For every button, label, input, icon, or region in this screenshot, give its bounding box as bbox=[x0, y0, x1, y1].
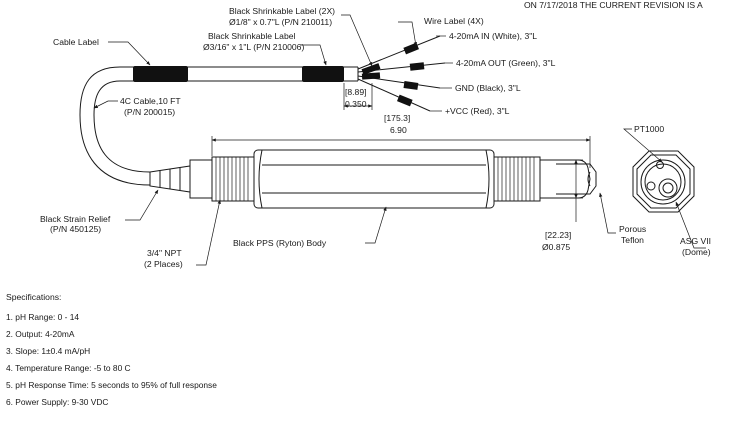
cable-title: 4C Cable,10 FT bbox=[120, 96, 181, 106]
dim-strip-in: 0.350 bbox=[345, 99, 367, 109]
wire-label-4 bbox=[397, 94, 413, 107]
teflon-label: Teflon bbox=[621, 235, 644, 245]
specs-title: Specifications: bbox=[6, 292, 62, 302]
spec-item: 2. Output: 4-20mA bbox=[6, 329, 75, 340]
npt-places: (2 Places) bbox=[144, 259, 183, 269]
strain-relief-pn: (P/N 450125) bbox=[50, 224, 101, 234]
revision-note: ON 7/17/2018 THE CURRENT REVISION IS A bbox=[524, 0, 703, 10]
npt-title: 3/4" NPT bbox=[147, 248, 182, 258]
body-material: Black PPS (Ryton) Body bbox=[233, 238, 327, 248]
dim-dia-in: Ø0.875 bbox=[542, 242, 570, 252]
leader-lines bbox=[93, 14, 706, 266]
dim-strip-mm: [8.89] bbox=[345, 87, 367, 97]
dim-length-in: 6.90 bbox=[390, 125, 407, 135]
shrink-label-small-title: Black Shrinkable Label (2X) bbox=[229, 6, 335, 16]
dimension-lines bbox=[211, 83, 591, 222]
wire-label-black: GND (Black), 3"L bbox=[455, 83, 521, 93]
cable-pn: (P/N 200015) bbox=[124, 107, 175, 117]
dim-dia-mm: [22.23] bbox=[545, 230, 571, 240]
specs-list: 1. pH Range: 0 - 14 2. Output: 4-20mA 3.… bbox=[6, 309, 217, 412]
shrink-label-large-size: Ø3/16" x 1"L (P/N 210006) bbox=[203, 42, 304, 52]
wire-label-text: Wire Label (4X) bbox=[424, 16, 484, 26]
spec-item: 3. Slope: 1±0.4 mA/pH bbox=[6, 346, 91, 357]
wire-label-red: +VCC (Red), 3"L bbox=[445, 106, 510, 116]
wire-label-1 bbox=[403, 42, 419, 55]
cable-label-sleeve bbox=[133, 66, 188, 82]
pt1000-label: PT1000 bbox=[634, 124, 664, 134]
shrink-label-large-title: Black Shrinkable Label bbox=[208, 31, 296, 41]
spec-item: 4. Temperature Range: -5 to 80 C bbox=[6, 363, 131, 374]
sensor-body bbox=[149, 149, 597, 209]
cable-label-text: Cable Label bbox=[53, 37, 99, 47]
strain-relief-title: Black Strain Relief bbox=[40, 214, 111, 224]
wire-label-2 bbox=[409, 62, 425, 71]
dim-length-mm: [175.3] bbox=[384, 113, 410, 123]
dome-label: (Dome) bbox=[682, 247, 711, 257]
end-view bbox=[632, 150, 695, 213]
wire-label-3 bbox=[403, 81, 419, 90]
wire-label-white: 4-20mA IN (White), 3"L bbox=[449, 31, 537, 41]
spec-item: 6. Power Supply: 9-30 VDC bbox=[6, 397, 109, 408]
spec-item: 5. pH Response Time: 5 seconds to 95% of… bbox=[6, 380, 217, 391]
shrink-label-large bbox=[302, 66, 344, 82]
shrink-label-small-2 bbox=[361, 72, 381, 80]
porous-label: Porous bbox=[619, 224, 646, 234]
wire-label-green: 4-20mA OUT (Green), 3"L bbox=[456, 58, 556, 68]
asg-label: ASG VII bbox=[680, 236, 711, 246]
shrink-label-small-1 bbox=[361, 63, 381, 75]
spec-item: 1. pH Range: 0 - 14 bbox=[6, 312, 80, 322]
shrink-label-small-size: Ø1/8" x 0.7"L (P/N 210011) bbox=[229, 17, 332, 27]
